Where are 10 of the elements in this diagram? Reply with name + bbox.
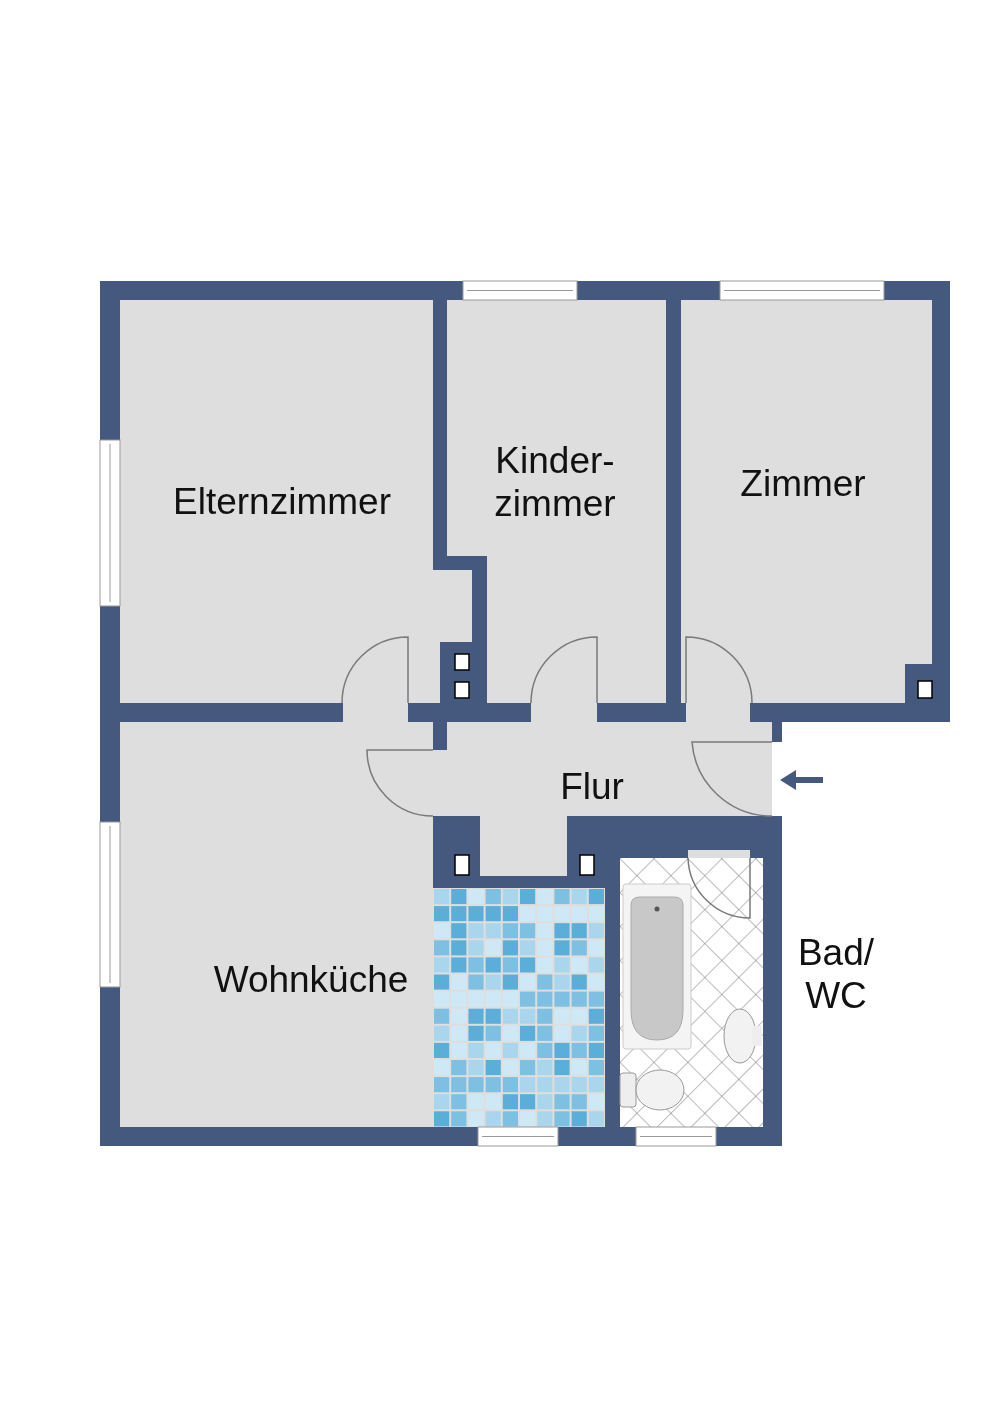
room-label: Kinder- zimmer — [493, 440, 617, 526]
room-label: Zimmer — [739, 462, 867, 506]
room-label: Bad/ WC — [796, 932, 876, 1018]
room-area — [681, 300, 932, 703]
room-label: Elternzimmer — [172, 480, 392, 524]
room-area — [120, 300, 472, 703]
room-label: Wohnküche — [212, 958, 410, 1002]
room-label: Flur — [559, 765, 625, 809]
room-area — [447, 722, 772, 876]
room-area — [447, 300, 666, 703]
